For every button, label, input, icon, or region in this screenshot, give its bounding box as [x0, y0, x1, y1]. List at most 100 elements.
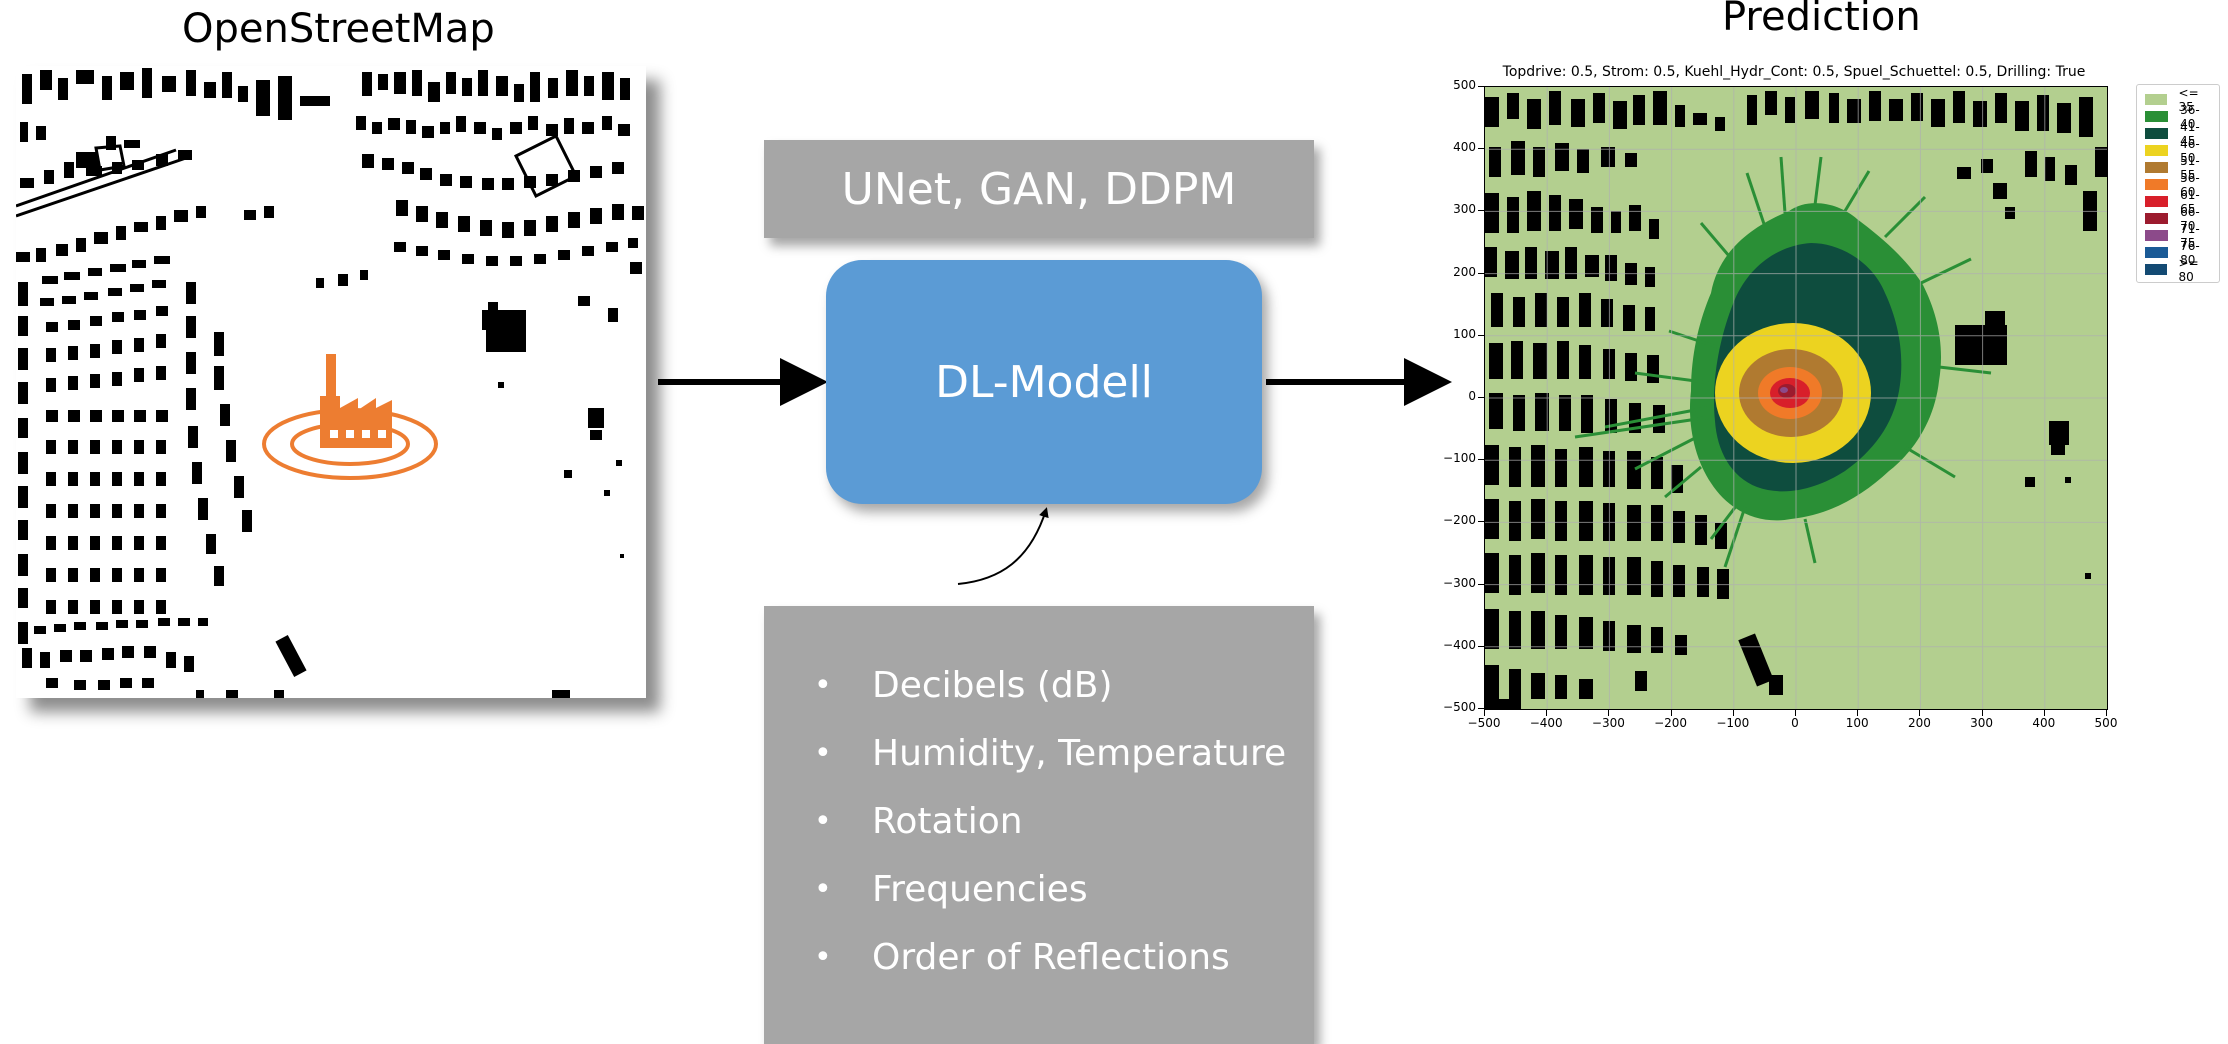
prediction-heatmap — [1484, 86, 2108, 710]
parameters-box: • Decibels (dB) • Humidity, Temperature • R… — [764, 606, 1314, 1044]
x-tick-label: 200 — [1907, 716, 1931, 730]
openstreetmap-title: OpenStreetMap — [182, 6, 495, 52]
legend-entry: 66-70 — [2145, 205, 2211, 233]
bullet: • — [814, 872, 832, 907]
legend-swatch — [2145, 179, 2169, 190]
legend-entry: 76-80 — [2145, 239, 2211, 267]
x-tick-label: −200 — [1654, 716, 1688, 730]
y-tick-mark — [1478, 397, 1484, 398]
bullet: • — [814, 940, 832, 975]
bullet: • — [814, 668, 832, 703]
legend-swatch — [2145, 111, 2169, 122]
x-tick-mark — [1795, 710, 1796, 716]
legend-label: <= 35 — [2178, 85, 2199, 114]
parameter-item: • Decibels (dB) — [764, 652, 1314, 720]
legend-label: 46-50 — [2180, 136, 2200, 165]
legend-label: 76-80 — [2180, 238, 2200, 267]
y-tick-mark — [1478, 645, 1484, 647]
y-tick-label: −300 — [1443, 575, 1476, 590]
legend-entry: 36-40 — [2145, 103, 2211, 131]
x-tick-label: −400 — [1529, 716, 1563, 730]
legend-entry: 56-60 — [2145, 171, 2211, 199]
y-tick-mark — [1478, 459, 1484, 461]
y-tick-mark — [1478, 334, 1484, 336]
parameters-list: • Decibels (dB) • Humidity, Temperature • R… — [764, 652, 1314, 992]
x-tick-label: −300 — [1591, 716, 1625, 730]
prediction-title: Prediction — [1722, 0, 1921, 40]
factory-icon — [262, 354, 438, 480]
x-tick-mark — [2043, 710, 2045, 716]
legend-swatch — [2145, 264, 2167, 275]
legend-entry: 51-55 — [2145, 154, 2211, 182]
legend-label: 51-55 — [2180, 153, 2200, 182]
y-tick-mark — [1478, 583, 1484, 585]
x-tick-mark — [1608, 710, 1610, 716]
y-tick-mark — [1478, 86, 1484, 87]
y-tick-label: 200 — [1453, 264, 1476, 279]
y-tick-label: 500 — [1453, 78, 1476, 92]
legend-entry: 71-75 — [2145, 222, 2211, 250]
legend-label: 71-75 — [2180, 221, 2200, 250]
x-tick-label: 300 — [1970, 716, 1994, 730]
arrow-params-to-model — [957, 507, 1049, 585]
x-tick-mark — [1919, 710, 1921, 716]
x-tick-mark — [1484, 710, 1485, 716]
bullet: • — [814, 804, 832, 839]
y-tick-mark — [1478, 521, 1484, 523]
y-tick-label: −400 — [1443, 637, 1476, 652]
legend-swatch — [2145, 162, 2169, 173]
bullet: • — [814, 736, 832, 771]
legend-swatch — [2145, 196, 2169, 207]
y-tick-label: 300 — [1453, 202, 1476, 217]
y-tick-label: 0 — [1468, 389, 1476, 403]
parameter-text: Rotation — [872, 801, 1023, 842]
legend-entry: >= 80 — [2145, 256, 2211, 284]
legend-entry: <= 35 — [2145, 86, 2211, 114]
x-tick-mark — [1546, 710, 1548, 716]
x-tick-mark — [1981, 710, 1983, 716]
parameter-item: • Rotation — [764, 788, 1314, 856]
parameter-item: • Humidity, Temperature — [764, 720, 1314, 788]
x-tick-mark — [1670, 710, 1672, 716]
x-tick-label: −500 — [1467, 716, 1501, 730]
legend-entry: 61-65 — [2145, 188, 2211, 216]
legend-label: 56-60 — [2180, 170, 2200, 199]
y-tick-mark — [1478, 708, 1484, 709]
grid-lines — [1485, 87, 2107, 709]
legend-label: >= 80 — [2178, 255, 2199, 284]
legend-label: 66-70 — [2180, 204, 2200, 233]
legend-entry: 41-45 — [2145, 120, 2211, 148]
y-tick-label: −200 — [1443, 513, 1476, 528]
parameter-text: Order of Reflections — [872, 937, 1230, 978]
legend-swatch — [2145, 145, 2169, 156]
parameter-text: Decibels (dB) — [872, 665, 1113, 706]
x-tick-label: −100 — [1716, 716, 1750, 730]
x-tick-mark — [1857, 710, 1859, 716]
parameter-item: • Frequencies — [764, 856, 1314, 924]
x-tick-mark — [2106, 710, 2107, 716]
zone-71-75 — [1780, 387, 1788, 393]
legend-swatch — [2145, 94, 2167, 105]
x-tick-label: 400 — [2032, 716, 2056, 730]
parameter-item: • Order of Reflections — [764, 924, 1314, 992]
dl-model-box: DL-Modell — [826, 260, 1262, 504]
heatmap-canvas — [1485, 87, 2107, 709]
x-tick-mark — [1732, 710, 1734, 716]
legend-label: 36-40 — [2180, 102, 2200, 131]
legend-swatch — [2145, 128, 2169, 139]
model-types-label: UNet, GAN, DDPM — [764, 140, 1314, 238]
parameter-text: Humidity, Temperature — [872, 733, 1287, 774]
legend-swatch — [2145, 213, 2169, 224]
y-tick-mark — [1478, 210, 1484, 212]
x-tick-label: 0 — [1791, 716, 1799, 730]
plot-title: Topdrive: 0.5, Strom: 0.5, Kuehl_Hydr_Co… — [1502, 64, 2086, 80]
y-tick-label: −500 — [1443, 700, 1476, 714]
legend-label: 41-45 — [2180, 119, 2200, 148]
parameter-text: Frequencies — [872, 869, 1088, 910]
y-tick-mark — [1478, 148, 1484, 150]
x-tick-label: 500 — [2094, 716, 2118, 730]
y-tick-mark — [1478, 272, 1484, 274]
x-tick-label: 100 — [1845, 716, 1869, 730]
y-tick-label: 100 — [1453, 326, 1476, 341]
